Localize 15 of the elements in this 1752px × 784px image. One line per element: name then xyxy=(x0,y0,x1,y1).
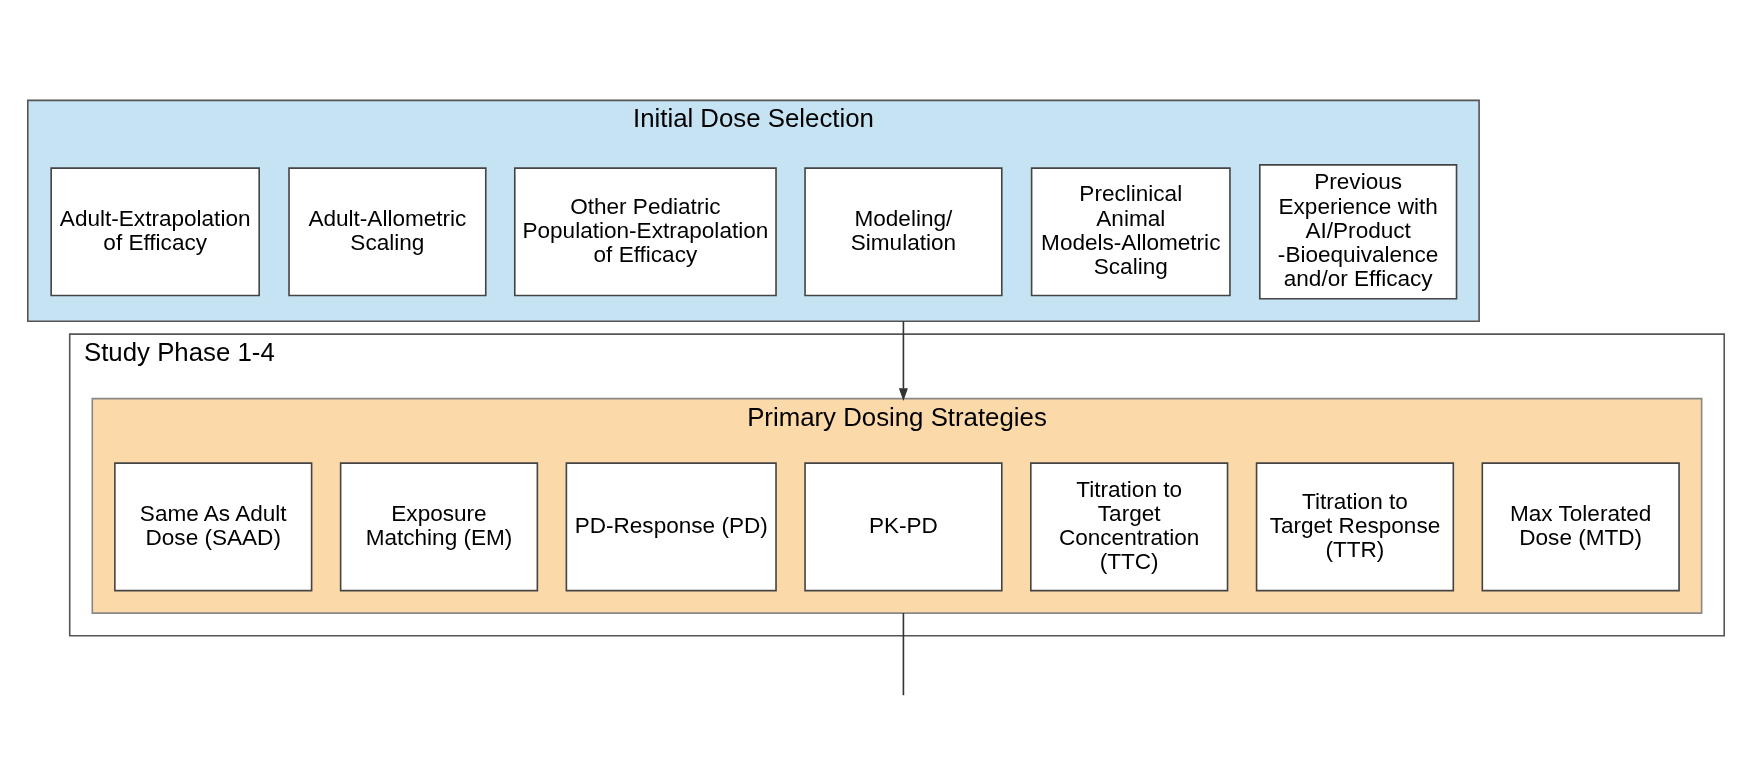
node-box: Exposure Matching (EM) xyxy=(339,462,539,592)
node-box: Titration to Target Concentration (TTC) xyxy=(1030,462,1229,592)
node-box: PK-PD xyxy=(804,462,1003,592)
node-box: Same As Adult Dose (SAAD) xyxy=(114,462,313,592)
node-box: Other Pediatric Population-Extrapolation of Efficacy xyxy=(513,167,777,297)
node-box: Adult-Allometric Scaling xyxy=(288,167,487,297)
node-box: Preclinical Animal Models-Allometric Scaling xyxy=(1030,167,1231,297)
arrow xyxy=(898,320,908,402)
node-box: Titration to Target Response (TTR) xyxy=(1255,462,1455,592)
node-box: PD-Response (PD) xyxy=(565,462,777,592)
node-box: Previous Experience with AI/Product -Bioequivalence and/or Efficacy xyxy=(1259,164,1458,300)
node-box: Max Tolerated Dose (MTD) xyxy=(1481,462,1680,592)
node-box: Adult-Extrapolation of Efficacy xyxy=(50,167,260,297)
connector xyxy=(902,612,905,697)
node-box: Modeling/ Simulation xyxy=(804,167,1003,297)
